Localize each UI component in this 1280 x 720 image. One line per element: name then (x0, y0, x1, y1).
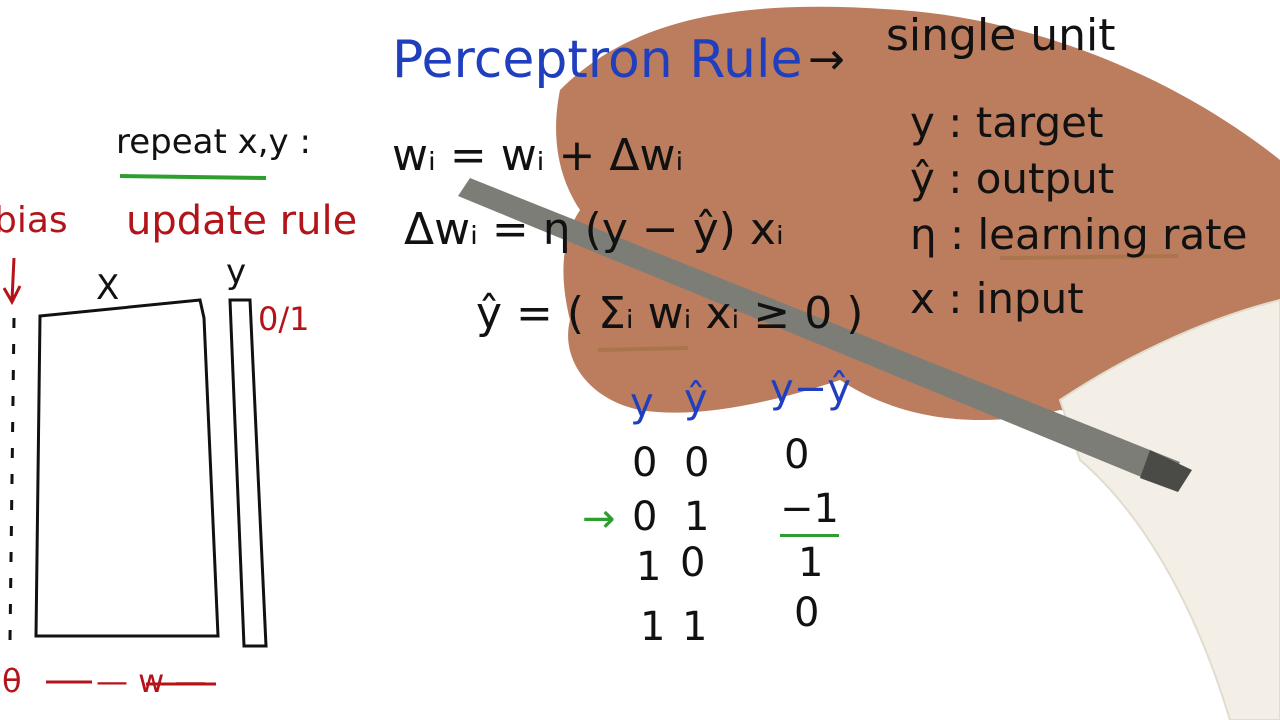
legend-symbol: η (910, 210, 937, 259)
delta-w-equation: Δwᵢ = η (y − ŷ) xᵢ (404, 204, 784, 255)
table-cell: 0 (684, 440, 710, 486)
y-column-label: y (226, 252, 247, 292)
stylus-tip-icon (1140, 450, 1192, 492)
table-header-y: y (630, 380, 654, 426)
legend-desc: : output (948, 154, 1115, 203)
repeat-label: repeat x,y : (116, 122, 311, 162)
table-cell: 0 (794, 590, 820, 636)
table-cell: 1 (640, 604, 666, 650)
hand-shape (556, 6, 1280, 421)
theta-label: θ (2, 662, 22, 700)
table-cell: 1 (798, 540, 824, 586)
table-cell: 0 (680, 540, 706, 586)
update-rule-label: update rule (126, 198, 358, 244)
legend-symbol: y (910, 98, 935, 147)
stylus-pen-icon (458, 178, 1180, 488)
bias-arrow-icon (2, 257, 22, 306)
table-cell: 1 (684, 494, 710, 540)
table-cell: −1 (780, 486, 839, 537)
legend-desc: : target (948, 98, 1104, 147)
output-equation: ŷ = ( Σᵢ wᵢ xᵢ ≥ 0 ) (476, 288, 864, 339)
y-column-box (228, 298, 268, 648)
legend-item-learning-rate: η : learning rate (910, 210, 1248, 259)
legend-item-output: ŷ : output (910, 154, 1114, 203)
legend-desc: : input (948, 274, 1084, 323)
heading-subtitle: single unit (886, 10, 1116, 61)
table-header-diff: y−ŷ (770, 366, 851, 412)
x-matrix-label: X (96, 268, 120, 308)
legend-symbol: ŷ (910, 154, 935, 203)
table-header-yhat: ŷ (684, 376, 708, 422)
table-cell: 1 (636, 544, 662, 590)
table-cell: 0 (632, 440, 658, 486)
x-matrix-box (34, 298, 220, 638)
y-values-label: 0/1 (258, 300, 310, 338)
title-perceptron-rule: Perceptron Rule (392, 30, 803, 90)
legend-item-input: x : input (910, 274, 1084, 323)
bias-label: bias (0, 200, 68, 241)
table-cell: 0 (632, 494, 658, 540)
legend-item-target: y : target (910, 98, 1103, 147)
table-cell: 0 (784, 432, 810, 478)
weight-update-equation: wᵢ = wᵢ + Δwᵢ (392, 130, 684, 181)
legend-desc: : learning rate (949, 210, 1248, 259)
legend-symbol: x (910, 274, 935, 323)
table-cell: 1 (682, 604, 708, 650)
bias-dashed-line (8, 317, 16, 641)
w-label: — w — (96, 662, 207, 700)
heading-arrow-icon: → (808, 34, 845, 85)
current-row-arrow-icon: → (582, 496, 616, 542)
repeat-underline (119, 174, 267, 180)
